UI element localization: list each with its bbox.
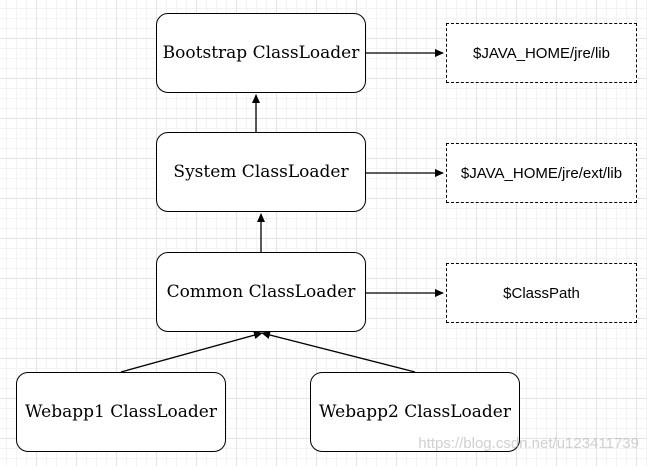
bootstrap-classloader-node: Bootstrap ClassLoader bbox=[156, 13, 366, 93]
edge-webapp2-to-common bbox=[261, 331, 416, 373]
system-classloader-node: System ClassLoader bbox=[156, 132, 366, 212]
webapp1-classloader-node: Webapp1 ClassLoader bbox=[16, 372, 226, 452]
common-path-label: $ClassPath bbox=[503, 284, 580, 302]
bootstrap-path-label: $JAVA_HOME/jre/lib bbox=[473, 44, 610, 62]
system-path-box: $JAVA_HOME/jre/ext/lib bbox=[446, 143, 637, 203]
common-path-box: $ClassPath bbox=[446, 263, 637, 323]
webapp2-classloader-node: Webapp2 ClassLoader bbox=[310, 372, 520, 452]
bootstrap-path-box: $JAVA_HOME/jre/lib bbox=[446, 23, 637, 83]
webapp2-classloader-label: Webapp2 ClassLoader bbox=[319, 402, 511, 422]
common-classloader-label: Common ClassLoader bbox=[166, 282, 356, 302]
system-classloader-label: System ClassLoader bbox=[173, 162, 349, 182]
bootstrap-classloader-label: Bootstrap ClassLoader bbox=[162, 43, 360, 63]
edge-webapp1-to-common bbox=[120, 331, 263, 373]
webapp1-classloader-label: Webapp1 ClassLoader bbox=[25, 402, 217, 422]
watermark-text: https://blog.csdn.net/u123411739 bbox=[418, 435, 639, 452]
common-classloader-node: Common ClassLoader bbox=[156, 252, 366, 332]
system-path-label: $JAVA_HOME/jre/ext/lib bbox=[460, 164, 623, 182]
